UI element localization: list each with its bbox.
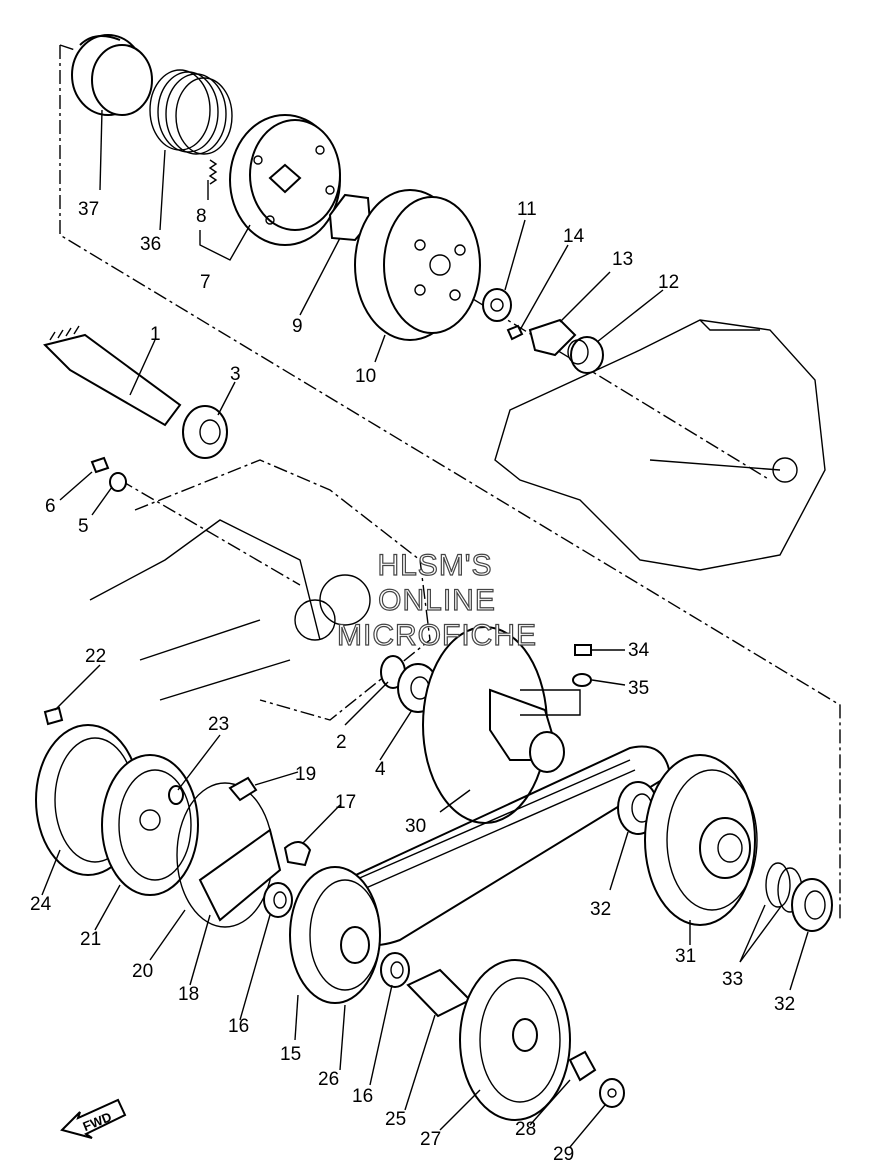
callout-26: 26 <box>318 1069 339 1090</box>
part-8-spring <box>208 159 218 185</box>
callout-16-left: 16 <box>228 1016 249 1037</box>
callout-21: 21 <box>80 929 101 950</box>
callout-15: 15 <box>280 1044 301 1065</box>
fwd-label: FWD <box>81 1109 114 1134</box>
part-11-nut <box>482 288 512 322</box>
callout-labels: 1 2 3 4 5 6 7 8 9 10 11 12 13 14 15 16 1… <box>30 199 795 1165</box>
part-16-bearing-right <box>380 952 410 988</box>
callout-31: 31 <box>675 946 696 967</box>
callout-10: 10 <box>355 366 376 387</box>
callout-14: 14 <box>563 226 585 247</box>
part-21-primary-plate <box>101 754 199 896</box>
part-22-bolt <box>43 706 64 726</box>
part-23-seal <box>168 785 184 805</box>
callout-36: 36 <box>140 234 161 255</box>
part-26-primary-sliding-sheave <box>289 866 381 1004</box>
part-29-nut <box>599 1078 625 1108</box>
callout-34: 34 <box>628 640 650 661</box>
callout-19: 19 <box>295 764 316 785</box>
part-10-clutch-drum <box>354 189 481 341</box>
callout-9: 9 <box>292 316 303 337</box>
callout-24: 24 <box>30 894 52 915</box>
watermark-line1: HLSM'S <box>377 549 492 582</box>
callout-3: 3 <box>230 364 241 385</box>
part-20-slider-plate <box>176 782 282 928</box>
callout-1: 1 <box>150 324 161 345</box>
part-7-clutch-shoe-assembly <box>229 114 341 246</box>
callout-33: 33 <box>722 969 743 990</box>
pin-guide-lines <box>520 689 581 716</box>
part-37-housing-cup <box>71 34 153 116</box>
part-32-oil-seal-lower <box>791 878 833 932</box>
part-3-bearing <box>182 405 228 459</box>
part-30-secondary-fixed-sheave <box>422 626 565 824</box>
callout-16-right: 16 <box>352 1086 373 1107</box>
callout-11: 11 <box>517 199 537 220</box>
callout-7: 7 <box>200 272 211 293</box>
callout-37: 37 <box>78 199 99 220</box>
left-crankcase-outline <box>89 459 431 721</box>
watermark: HLSM'S ONLINE MICROFICHE <box>336 548 537 652</box>
part-14-bolt <box>506 324 524 341</box>
watermark-line2: ONLINE <box>378 584 496 617</box>
leader-lines <box>41 109 809 1148</box>
callout-32-upper: 32 <box>590 899 611 920</box>
callout-4: 4 <box>375 759 386 780</box>
callout-17: 17 <box>335 792 356 813</box>
part-34-bolt <box>574 644 592 656</box>
watermark-line3: MICROFICHE <box>337 619 537 652</box>
callout-30: 30 <box>405 816 426 837</box>
part-27-primary-fixed-sheave <box>459 959 571 1121</box>
callout-20: 20 <box>132 961 153 982</box>
fwd-arrow: FWD <box>60 1098 127 1139</box>
callout-2: 2 <box>336 732 347 753</box>
callout-25: 25 <box>385 1109 406 1130</box>
callout-35: 35 <box>628 678 649 699</box>
callout-32-lower: 32 <box>774 994 795 1015</box>
part-17-weight <box>283 841 312 867</box>
callout-29: 29 <box>553 1144 574 1165</box>
part-28-washer <box>568 1050 597 1082</box>
callout-23: 23 <box>208 714 229 735</box>
callout-12: 12 <box>658 272 679 293</box>
callout-22: 22 <box>85 646 106 667</box>
callout-18: 18 <box>178 984 199 1005</box>
part-13-plate <box>528 318 577 357</box>
callout-27: 27 <box>420 1129 441 1150</box>
part-25-collar <box>406 968 472 1018</box>
callout-13: 13 <box>612 249 633 270</box>
part-6-bolt <box>90 456 110 474</box>
part-35-collar <box>572 673 592 687</box>
part-31-secondary-sliding-sheave <box>644 754 758 926</box>
part-16-bearing-left <box>263 882 293 918</box>
callout-6: 6 <box>45 496 56 517</box>
callout-8: 8 <box>196 206 207 227</box>
callout-5: 5 <box>78 516 89 537</box>
part-19-clip <box>228 776 258 802</box>
part-5-washer <box>109 472 127 492</box>
part-36-spring <box>149 69 233 155</box>
part-12-bearing <box>567 336 604 374</box>
callout-28: 28 <box>515 1119 536 1140</box>
crankcase-cover-outline <box>494 319 826 571</box>
part-1-shaft <box>43 325 182 427</box>
